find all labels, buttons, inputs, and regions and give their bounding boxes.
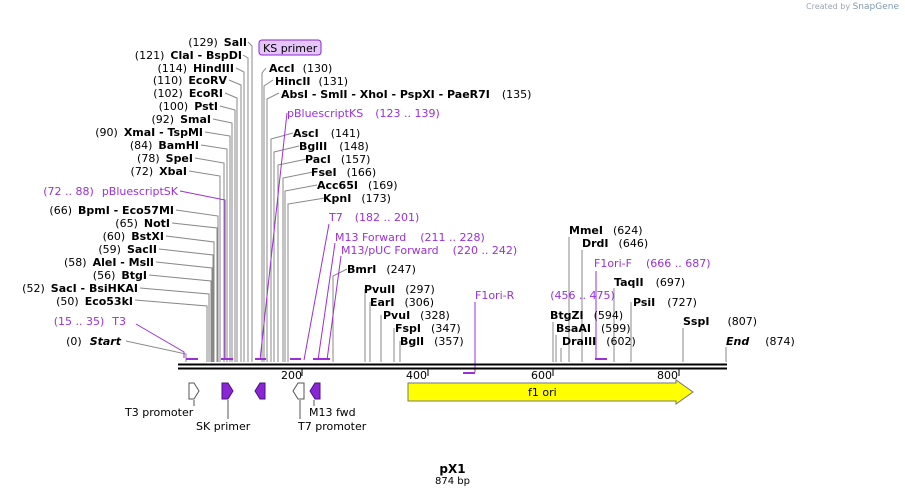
ruler-tick-400: 400	[406, 369, 427, 382]
primer-t7[interactable]: T7(182 .. 201)	[328, 211, 419, 224]
site-paci[interactable]: PacI(157)	[305, 153, 370, 166]
t3-promoter-arrow[interactable]	[188, 382, 200, 400]
site-btgzi[interactable]: BtgZI(594)	[550, 309, 623, 322]
m13-fwd-label: M13 fwd	[309, 406, 356, 419]
primer-m13-puc-forward[interactable]: M13/pUC Forward(220 .. 242)	[341, 244, 517, 257]
site-btgi[interactable]: (56)BtgI	[93, 269, 147, 282]
primer-connectors	[135, 112, 597, 372]
site-sspi[interactable]: SspI(807)	[683, 315, 757, 328]
f1-ori-arrow[interactable]	[407, 379, 694, 405]
site-asci[interactable]: AscI(141)	[293, 127, 360, 140]
site-acc65i[interactable]: Acc65I(169)	[317, 179, 398, 192]
left-primer-labels: (72 .. 88)pBluescriptSK (15 .. 35)T3	[43, 185, 179, 328]
plasmid-title: pX1 874 bp	[0, 462, 905, 487]
site-xbai[interactable]: (72)XbaI	[131, 165, 187, 178]
site-bpmi[interactable]: (66)BpmI - Eco57MI	[49, 204, 174, 217]
right-site-labels: AccI(130) HincII(131) AbsI - SmlI - XhoI…	[269, 62, 795, 348]
site-eari[interactable]: EarI(306)	[370, 296, 434, 309]
primer-pbluescriptks[interactable]: pBluescriptKS(123 .. 139)	[287, 107, 440, 120]
site-saci[interactable]: (52)SacI - BsiHKAI	[22, 282, 138, 295]
site-acci[interactable]: AccI(130)	[269, 62, 332, 75]
site-absi[interactable]: AbsI - SmlI - XhoI - PspXI - PaeR7I(135)	[281, 88, 531, 101]
t3-promoter-label: T3 promoter	[124, 406, 194, 419]
site-mmei[interactable]: MmeI(624)	[569, 224, 643, 237]
features: f1 ori T3 promoter SK primer M13 fwd T7 …	[124, 379, 694, 433]
backbone	[178, 363, 727, 370]
ruler: 200 400 600 800	[281, 369, 680, 382]
ruler-tick-800: 800	[657, 369, 678, 382]
site-pvuii[interactable]: PvuII(297)	[364, 283, 435, 296]
site-bglii[interactable]: BglII(148)	[299, 140, 369, 153]
site-hindiii[interactable]: (114)HindIII	[157, 62, 234, 75]
site-noti[interactable]: (65)NotI	[115, 217, 170, 230]
credit-prefix: Created by	[806, 2, 851, 11]
ks-primer-arrow[interactable]	[254, 382, 266, 400]
primer-f1ori-r[interactable]: F1ori-R(456 .. 475)	[475, 289, 615, 302]
sk-primer-label: SK primer	[196, 420, 251, 433]
site-bamhi[interactable]: (84)BamHI	[130, 139, 199, 152]
ruler-tick-200: 200	[281, 369, 302, 382]
site-eco53ki[interactable]: (50)Eco53kI	[56, 295, 133, 308]
site-drdi[interactable]: DrdI(646)	[582, 237, 648, 250]
site-draiii[interactable]: DraIII(602)	[562, 335, 636, 348]
site-xmai[interactable]: (90)XmaI - TspMI	[95, 126, 203, 139]
site-bmri[interactable]: BmrI(247)	[347, 263, 416, 276]
site-ecori[interactable]: (102)EcoRI	[153, 87, 223, 100]
ks-primer-box[interactable]: KS primer	[258, 39, 322, 56]
site-bgli[interactable]: BglI(357)	[400, 335, 464, 348]
site-pvui[interactable]: PvuI(328)	[383, 309, 450, 322]
site-sacii[interactable]: (59)SacII	[98, 243, 157, 256]
primer-pbluescriptsk[interactable]: (72 .. 88)pBluescriptSK	[43, 185, 179, 198]
primer-bars	[186, 358, 607, 374]
snapgene-credit: Created by SnapGene	[806, 2, 899, 12]
site-taqii[interactable]: TaqII(697)	[614, 276, 685, 289]
site-fsei[interactable]: FseI(166)	[311, 166, 376, 179]
plasmid-length: 874 bp	[435, 476, 470, 487]
site-ecorv[interactable]: (110)EcoRV	[153, 74, 228, 87]
site-bstxi[interactable]: (60)BstXI	[103, 230, 164, 243]
site-smai[interactable]: (92)SmaI	[152, 113, 212, 126]
f1-ori-label: f1 ori	[528, 386, 557, 399]
site-connectors	[125, 41, 727, 362]
t7-promoter-arrow[interactable]	[292, 382, 305, 400]
site-hincii[interactable]: HincII(131)	[275, 75, 348, 88]
primer-m13-forward[interactable]: M13 Forward(211 .. 228)	[335, 231, 485, 244]
site-psti[interactable]: (100)PstI	[159, 100, 218, 113]
left-site-labels: (129)SalI (121)ClaI - BspDI (114)HindIII…	[22, 36, 247, 348]
site-spei[interactable]: (78)SpeI	[137, 152, 193, 165]
snapgene-logo: SnapGene	[852, 2, 899, 12]
site-fspi[interactable]: FspI(347)	[395, 322, 461, 335]
primer-f1ori-f[interactable]: F1ori-F(666 .. 687)	[594, 257, 711, 270]
t7-promoter-label: T7 promoter	[297, 420, 367, 433]
plasmid-name: pX1	[439, 462, 466, 476]
site-kpni[interactable]: KpnI(173)	[323, 192, 391, 205]
start-label: (0)Start	[66, 335, 122, 348]
ruler-tick-600: 600	[531, 369, 552, 382]
site-psii[interactable]: PsiI(727)	[633, 296, 697, 309]
m13-fwd-arrow[interactable]	[309, 382, 321, 400]
primer-t3[interactable]: (15 .. 35)T3	[54, 315, 126, 328]
sk-primer-arrow[interactable]	[221, 382, 234, 400]
ks-primer-box-label: KS primer	[263, 42, 318, 55]
site-bsaai[interactable]: BsaAI(599)	[556, 322, 631, 335]
site-alei[interactable]: (58)AleI - MslI	[64, 256, 154, 269]
end-label: End(874)	[726, 335, 795, 348]
site-sali[interactable]: (129)SalI	[188, 36, 247, 49]
site-clai[interactable]: (121)ClaI - BspDI	[135, 49, 242, 62]
